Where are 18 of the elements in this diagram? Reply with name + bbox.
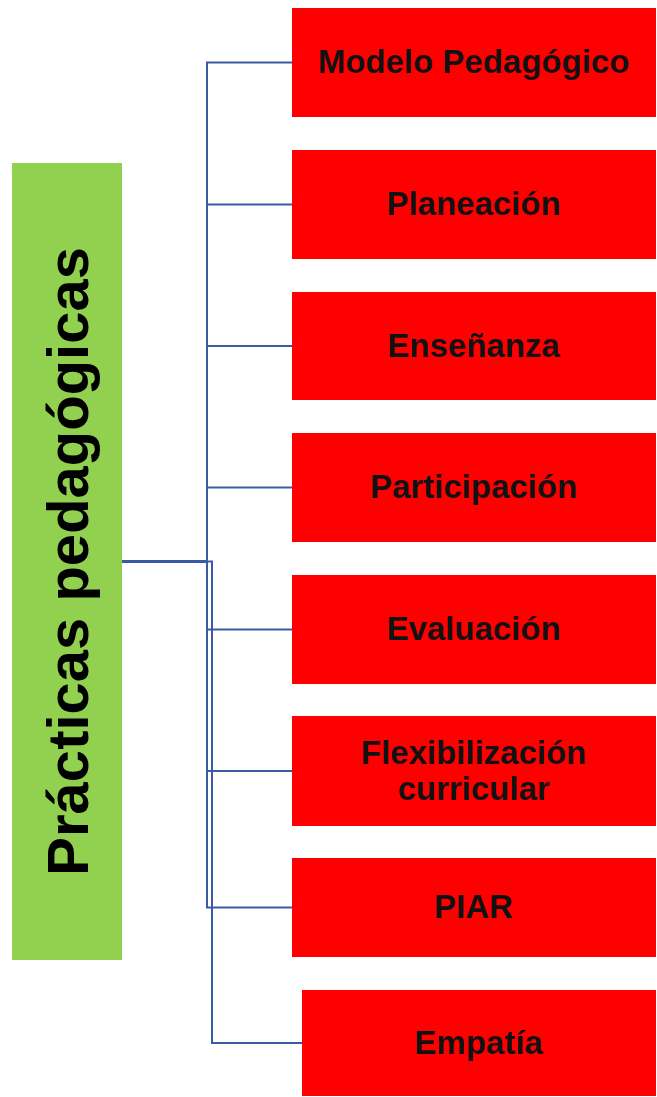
concept-label: Flexibilización curricular	[360, 734, 588, 808]
concept-box	[292, 858, 656, 957]
concept-box	[292, 150, 656, 259]
concept-label: Evaluación	[386, 611, 562, 648]
concept-box	[292, 433, 656, 542]
concept-box	[302, 990, 656, 1096]
concept-label: PIAR	[434, 889, 514, 926]
concept-label: Participación	[370, 469, 578, 506]
concept-box	[292, 292, 656, 400]
concept-box	[292, 716, 656, 826]
concept-label: Modelo Pedagógico	[318, 44, 630, 81]
concept-label: Planeación	[386, 186, 562, 223]
concept-label: Empatía	[414, 1024, 544, 1062]
concept-box	[292, 575, 656, 684]
topic-box	[12, 163, 122, 960]
concept-box	[292, 8, 656, 117]
concept-label: Enseñanza	[387, 327, 561, 365]
topic-label: Prácticas pedagógicas	[33, 247, 101, 876]
